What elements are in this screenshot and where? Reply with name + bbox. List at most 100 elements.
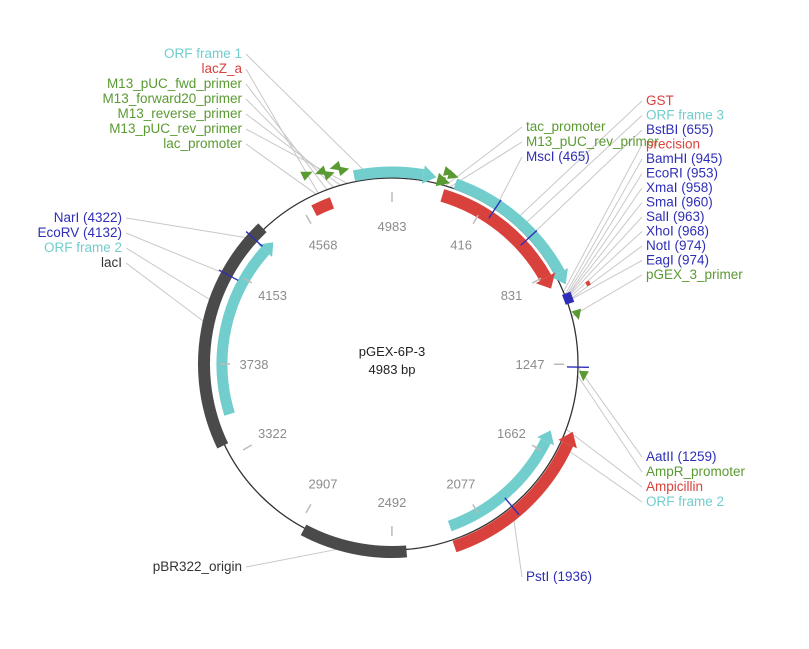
feature-label: tac_promoter [526, 119, 606, 134]
scale-tick [531, 277, 542, 284]
gst-arc [440, 189, 552, 282]
feature-label: BstBI (655) [646, 122, 714, 137]
feature-label: lac_promoter [163, 136, 242, 151]
scale-tick-label: 2907 [309, 476, 338, 491]
plasmid-length: 4983 bp [369, 362, 416, 377]
leader-line [512, 100, 643, 223]
leader-line [577, 375, 643, 473]
feature-label: AmpR_promoter [646, 464, 746, 479]
feature-label: lacZ_a [201, 61, 242, 76]
feature-label: M13_pUC_rev_primer [109, 121, 242, 136]
leader-line [245, 83, 328, 191]
pstI-cut-tick [504, 497, 520, 516]
feature-label: SalI (963) [646, 209, 705, 224]
leader-line [125, 217, 255, 240]
feature-label: PstI (1936) [526, 569, 592, 584]
scale-tick [472, 503, 479, 514]
leader-line [566, 231, 643, 301]
scale-tick-label: 1247 [516, 357, 545, 372]
feature-label: XmaI (958) [646, 180, 713, 195]
tac-primer-triangle-2 [447, 169, 459, 180]
leader-line [125, 262, 211, 327]
leader-line [564, 158, 643, 296]
feature-label: lacI [101, 255, 122, 270]
scale-tick [531, 444, 542, 451]
leader-line [245, 53, 373, 180]
leader-line [565, 173, 643, 298]
orf-frame-2-right-arc-head [537, 430, 555, 446]
scale-tick [305, 503, 312, 514]
scale-tick-label: 3738 [240, 357, 269, 372]
leader-line [519, 115, 643, 230]
feature-arcs [198, 160, 591, 558]
scale-tick-label: 416 [450, 238, 472, 253]
leader-line [125, 247, 217, 304]
m13-primer-triangle-5 [300, 171, 313, 181]
leader-line [566, 245, 643, 302]
feature-label: precision [646, 137, 700, 152]
plasmid-name: pGEX-6P-3 [359, 344, 425, 359]
leader-line [125, 232, 229, 276]
orf-frame-3-arc-head [551, 268, 568, 285]
tac-promoter-arc-head [435, 172, 450, 187]
tick-marks: 4983416831124716622077249229073322373841… [219, 192, 565, 537]
leader-lines [125, 53, 643, 578]
laci-arc [198, 223, 267, 449]
feature-labels: ORF frame 1lacZ_aM13_pUC_fwd_primerM13_f… [37, 46, 745, 584]
leader-line [449, 141, 523, 188]
mscI-cut-tick [488, 199, 502, 219]
feature-label: M13_pUC_rev_primer [526, 134, 659, 149]
leader-line [565, 202, 643, 299]
leader-line [565, 187, 643, 299]
feature-label: NotI (974) [646, 238, 706, 253]
lac-z-arc [311, 197, 335, 217]
feature-label: M13_pUC_fwd_primer [107, 76, 243, 91]
precision-arc [585, 280, 591, 287]
feature-label: pBR322_origin [153, 559, 242, 574]
leader-line [566, 260, 643, 302]
scale-tick-label: 4153 [258, 288, 287, 303]
bstBI-cut-tick [520, 229, 538, 246]
orf-frame-2-right-arc [447, 438, 551, 532]
scale-tick-label: 1662 [497, 426, 526, 441]
feature-label: XhoI (968) [646, 224, 709, 239]
feature-label: AatII (1259) [646, 449, 717, 464]
orf-frame-1-arc-head [421, 165, 437, 184]
scale-tick [305, 214, 312, 225]
feature-label: ORF frame 2 [646, 494, 724, 509]
feature-label: pGEX_3_primer [646, 267, 743, 282]
pbr322-origin-arc [300, 524, 408, 558]
feature-label: NarI (4322) [54, 210, 122, 225]
m13-primer-triangle-2 [322, 171, 335, 181]
orf-frame-1-arc [352, 166, 425, 182]
feature-label: ORF frame 1 [164, 46, 242, 61]
leader-line [565, 216, 643, 300]
m13-primer-triangle-4 [337, 166, 350, 176]
leader-line [571, 274, 643, 317]
scale-tick-label: 2492 [377, 495, 406, 510]
ecoRV-cut-tick [218, 269, 239, 282]
feature-label: M13_reverse_primer [117, 106, 242, 121]
feature-label: SmaI (960) [646, 195, 713, 210]
ampicillin-arc [452, 441, 574, 553]
leader-line [444, 126, 523, 187]
scale-tick-label: 831 [501, 288, 523, 303]
orf-frame-3-arc [453, 178, 565, 276]
scale-tick [472, 214, 479, 225]
gst-arc-head [535, 272, 556, 289]
narI-cut-tick [245, 231, 263, 247]
scale-tick-label: 3322 [258, 426, 287, 441]
scale-tick [242, 277, 253, 284]
feature-label: EcoRI (953) [646, 166, 718, 181]
feature-label: EagI (974) [646, 253, 709, 268]
feature-label: ORF frame 3 [646, 108, 724, 123]
leader-line [559, 443, 643, 503]
mcs-arc [562, 291, 575, 305]
scale-tick-label: 4568 [309, 237, 338, 252]
feature-label: ORF frame 2 [44, 240, 122, 255]
leader-line [245, 128, 348, 184]
scale-tick-label: 2077 [446, 477, 475, 492]
feature-label: BamHI (945) [646, 151, 723, 166]
feature-label: GST [646, 93, 674, 108]
